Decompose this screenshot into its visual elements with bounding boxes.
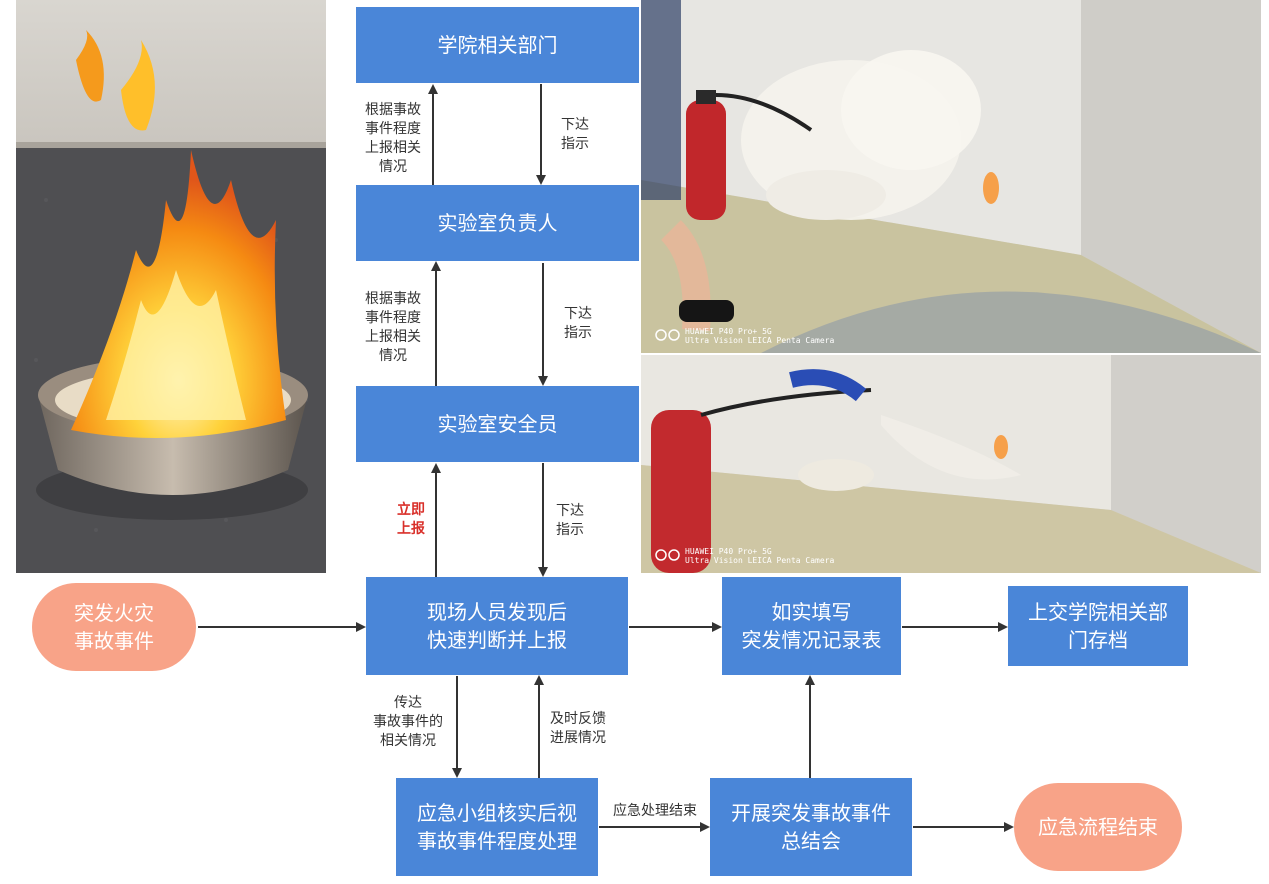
dept-box: 学院相关部门 bbox=[356, 7, 639, 83]
camera-lens-icon bbox=[655, 329, 680, 341]
label-report-to-head: 根据事故 事件程度 上报相关 情况 bbox=[365, 291, 421, 364]
camera-lens-icon bbox=[655, 549, 680, 561]
end-node: 应急流程结束 bbox=[1014, 783, 1182, 871]
label-handling-done: 应急处理结束 bbox=[613, 803, 697, 819]
archive-box: 上交学院相关部 门存档 bbox=[1008, 586, 1188, 666]
label-immediate-report: 立即 上报 bbox=[397, 502, 425, 537]
safety-officer-box: 实验室安全员 bbox=[356, 386, 639, 462]
camera-watermark: HUAWEI P40 Pro+ 5G Ultra Vision LEICA Pe… bbox=[685, 327, 835, 345]
label-report-to-dept: 根据事故 事件程度 上报相关 情况 bbox=[365, 102, 421, 175]
label-head-instruct: 下达 指示 bbox=[564, 306, 592, 341]
summary-meeting-box: 开展突发事故事件 总结会 bbox=[710, 778, 912, 876]
lab-head-box: 实验室负责人 bbox=[356, 185, 639, 261]
label-convey: 传达 事故事件的 相关情况 bbox=[373, 695, 443, 749]
extinguisher-photo-1: HUAWEI P40 Pro+ 5G Ultra Vision LEICA Pe… bbox=[641, 0, 1261, 353]
camera-watermark: HUAWEI P40 Pro+ 5G Ultra Vision LEICA Pe… bbox=[685, 547, 835, 565]
extinguisher-photo-2: HUAWEI P40 Pro+ 5G Ultra Vision LEICA Pe… bbox=[641, 355, 1261, 573]
emergency-team-box: 应急小组核实后视 事故事件程度处理 bbox=[396, 778, 598, 876]
fire-event-node: 突发火灾 事故事件 bbox=[32, 583, 196, 671]
onsite-report-box: 现场人员发现后 快速判断并上报 bbox=[366, 577, 628, 675]
label-officer-instruct: 下达 指示 bbox=[556, 503, 584, 538]
record-form-box: 如实填写 突发情况记录表 bbox=[722, 577, 901, 675]
label-feedback: 及时反馈 进展情况 bbox=[550, 711, 606, 746]
label-dept-instruct: 下达 指示 bbox=[561, 117, 589, 152]
fire-bowl-photo bbox=[16, 0, 326, 573]
